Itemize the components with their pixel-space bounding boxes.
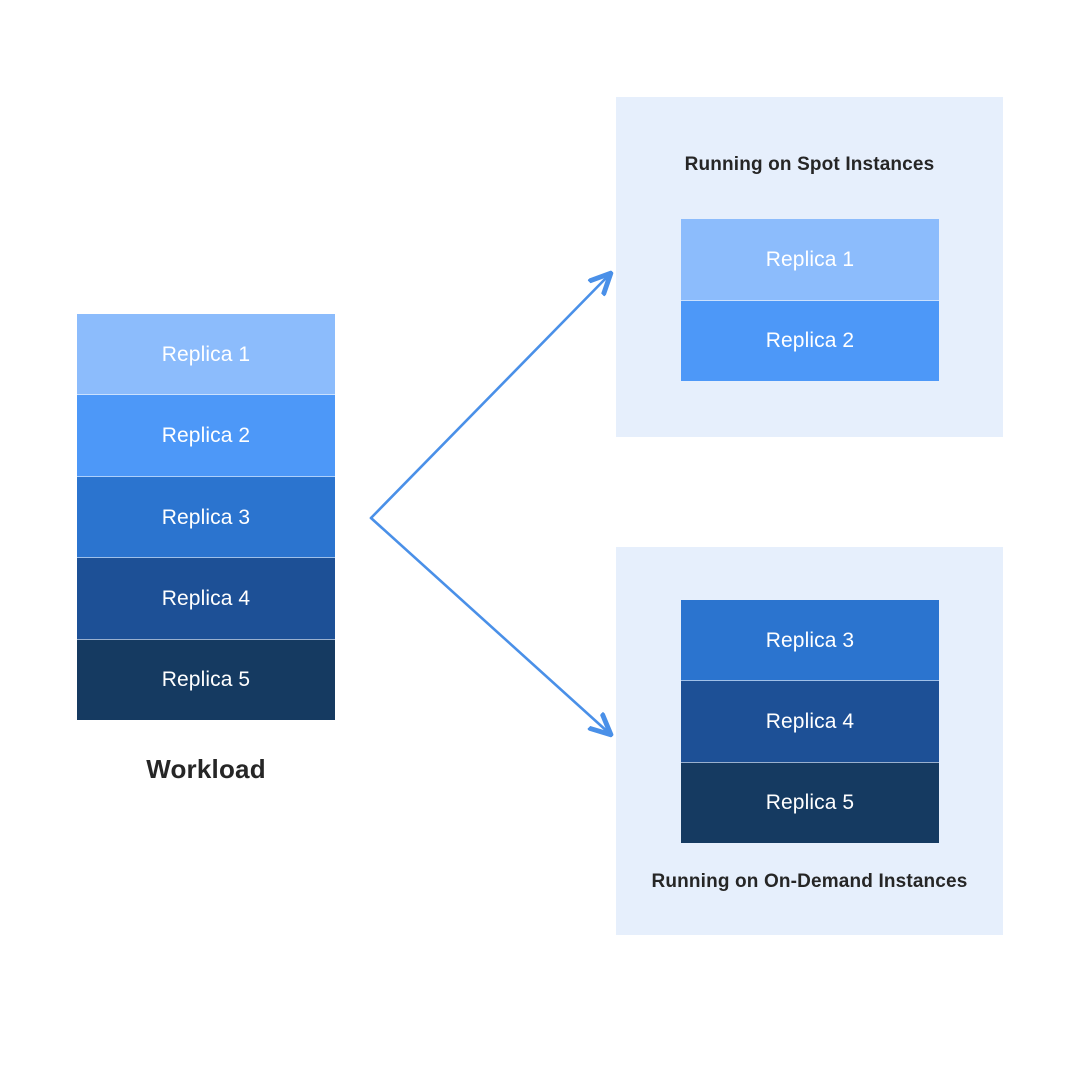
ondemand-replica-5[interactable]: Replica 5 [681, 762, 939, 843]
replica-label: Replica 4 [765, 709, 855, 733]
spot-replica-2[interactable]: Replica 2 [681, 300, 939, 381]
replica-label: Replica 2 [161, 424, 251, 448]
replica-label: Replica 1 [161, 342, 251, 366]
replica-label: Replica 4 [161, 586, 251, 610]
replica-label: Replica 2 [765, 329, 855, 353]
workload-replica-1[interactable]: Replica 1 [77, 314, 335, 396]
workload-replica-5[interactable]: Replica 5 [77, 639, 335, 721]
spot-replica-1[interactable]: Replica 1 [681, 219, 939, 301]
replica-label: Replica 5 [765, 791, 855, 815]
replica-label: Replica 1 [765, 247, 855, 271]
ondemand-panel-title: Running on On-Demand Instances [651, 871, 968, 892]
arrow-workload-to-spot [369, 275, 609, 520]
replica-label: Replica 3 [765, 628, 855, 652]
arrow-workload-to-ondemand [369, 516, 609, 733]
workload-replica-4[interactable]: Replica 4 [77, 558, 335, 640]
spot-instances-panel: Running on Spot Instances Replica 1 Repl… [616, 97, 1003, 437]
replica-label: Replica 3 [161, 505, 251, 529]
ondemand-replica-3[interactable]: Replica 3 [681, 600, 939, 682]
ondemand-replica-4[interactable]: Replica 4 [681, 681, 939, 763]
replica-label: Replica 5 [161, 668, 251, 692]
ondemand-replica-stack: Replica 3 Replica 4 Replica 5 [681, 600, 939, 843]
workload-replica-stack: Replica 1 Replica 2 Replica 3 Replica 4 … [77, 314, 335, 721]
spot-panel-title: Running on Spot Instances [684, 154, 935, 175]
workload-group: Replica 1 Replica 2 Replica 3 Replica 4 … [77, 314, 335, 784]
workload-replica-3[interactable]: Replica 3 [77, 476, 335, 559]
workload-caption: Workload [146, 754, 266, 784]
spot-replica-stack: Replica 1 Replica 2 [681, 219, 939, 381]
workload-replica-2[interactable]: Replica 2 [77, 395, 335, 477]
ondemand-instances-panel: Replica 3 Replica 4 Replica 5 Running on… [616, 547, 1003, 935]
